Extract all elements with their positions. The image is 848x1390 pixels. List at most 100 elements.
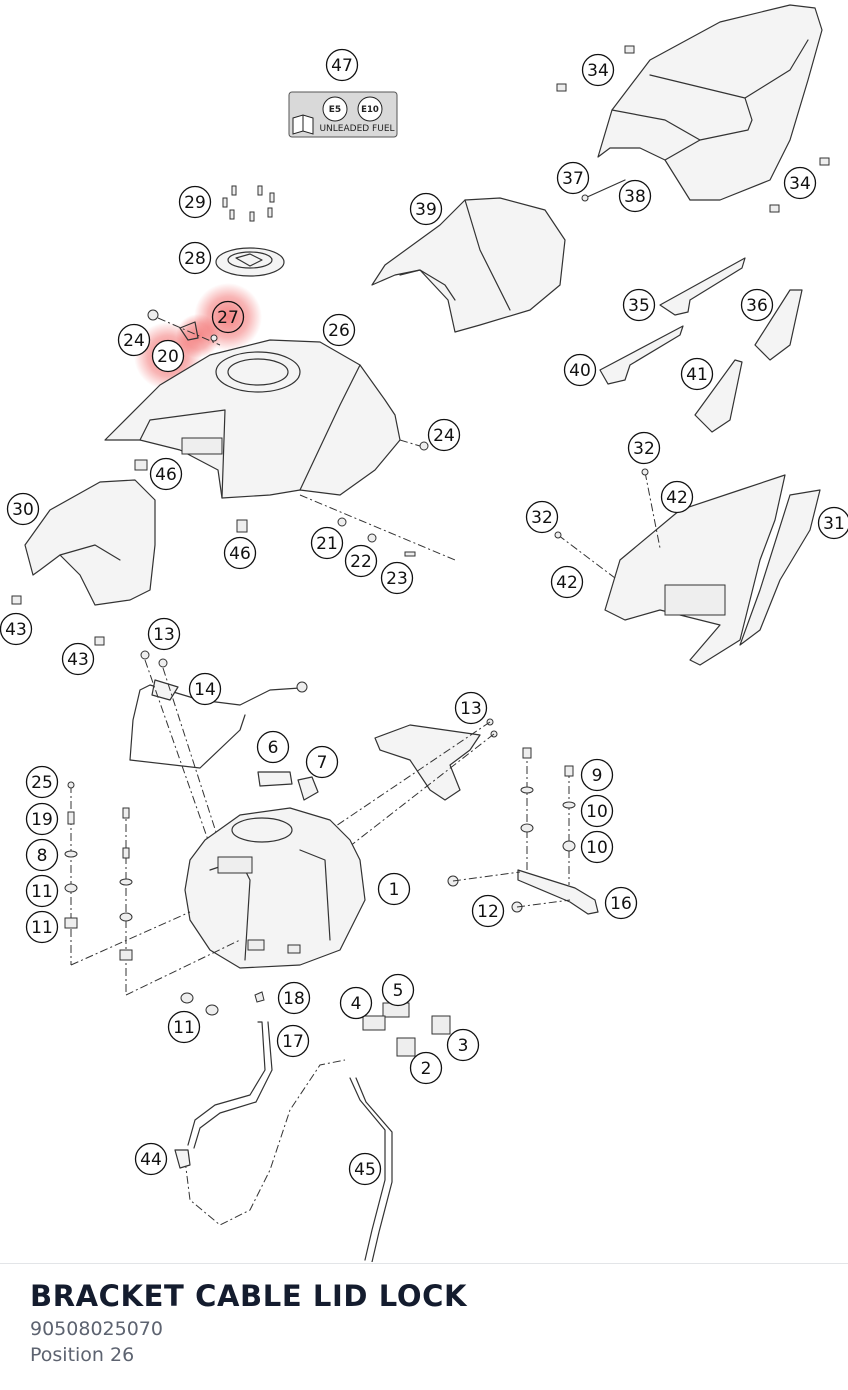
callout-number: 24 [123, 331, 145, 351]
callout-number: 19 [31, 810, 53, 830]
callout-number: 44 [140, 1150, 162, 1170]
callout-number: 32 [633, 439, 655, 459]
callout-34: 34 [581, 53, 615, 87]
callout-number: 43 [5, 620, 27, 640]
fuel-label-sticker: i E5 E10 UNLEADED FUEL [288, 91, 398, 138]
callout-number: 22 [350, 552, 372, 572]
callout-circle [178, 185, 212, 219]
rear-seat-drawing [556, 4, 830, 213]
callout-circle [580, 794, 614, 828]
divider [0, 1263, 848, 1264]
callout-16: 16 [604, 886, 638, 920]
callout-circle [627, 431, 661, 465]
callout-number: 4 [351, 994, 362, 1014]
callout-circle [339, 986, 373, 1020]
callout-circle [178, 241, 212, 275]
callout-number: 34 [587, 61, 609, 81]
callout-43: 43 [61, 642, 95, 676]
callout-number: 34 [789, 174, 811, 194]
callout-number: 10 [586, 802, 608, 822]
callout-circle [680, 357, 714, 391]
part-title: BRACKET CABLE LID LOCK [30, 1279, 468, 1313]
callout-number: 23 [386, 569, 408, 589]
callout-circle [409, 192, 443, 226]
callout-circle [344, 544, 378, 578]
rear-subframe-drawing [554, 468, 821, 666]
e10-badge: E10 [361, 105, 379, 115]
callout-circle [25, 765, 59, 799]
callout-42: 42 [660, 480, 694, 514]
callout-circle [427, 418, 461, 452]
callout-11: 11 [167, 1010, 201, 1044]
callout-number: 42 [666, 488, 688, 508]
callout-circle [817, 506, 848, 540]
callout-circle [618, 179, 652, 213]
callout-13: 13 [147, 617, 181, 651]
callout-number: 47 [331, 56, 353, 76]
exploded-parts-diagram: i E5 E10 UNLEADED FUEL [0, 4, 848, 1262]
callout-22: 22 [344, 544, 378, 578]
callout-circle [660, 480, 694, 514]
callout-29: 29 [178, 185, 212, 219]
callout-number: 37 [562, 169, 584, 189]
callout-circle [622, 288, 656, 322]
callout-36: 36 [740, 288, 774, 322]
pump-bracket-drawing [329, 718, 498, 851]
callout-32: 32 [525, 500, 559, 534]
callout-number: 43 [67, 650, 89, 670]
manual-book-icon: i [292, 114, 314, 135]
callout-32: 32 [627, 431, 661, 465]
callout-circle [188, 672, 222, 706]
callout-circle [277, 981, 311, 1015]
callout-circle [377, 872, 411, 906]
callout-circle [581, 53, 615, 87]
callout-circle [381, 973, 415, 1007]
callout-12: 12 [471, 894, 505, 928]
callout-number: 46 [155, 465, 177, 485]
callout-circle [563, 353, 597, 387]
callout-3: 3 [446, 1028, 480, 1062]
callout-28: 28 [178, 241, 212, 275]
callout-31: 31 [817, 506, 848, 540]
callout-circle [471, 894, 505, 928]
cable-drawing [129, 650, 308, 861]
callout-9: 9 [580, 758, 614, 792]
callout-circle [446, 1028, 480, 1062]
callout-7: 7 [305, 745, 339, 779]
callout-number: 17 [282, 1032, 304, 1052]
callout-38: 38 [618, 179, 652, 213]
callout-37: 37 [556, 161, 590, 195]
callout-number: 2 [421, 1059, 432, 1079]
callout-number: 8 [37, 846, 48, 866]
callout-number: 35 [628, 296, 650, 316]
callout-43: 43 [0, 612, 33, 646]
callout-2: 2 [409, 1051, 443, 1085]
callout-45: 45 [348, 1152, 382, 1186]
callout-number: 16 [610, 894, 632, 914]
callout-number: 3 [458, 1036, 469, 1056]
callout-26: 26 [322, 313, 356, 347]
callout-21: 21 [310, 526, 344, 560]
callout-number: 32 [531, 508, 553, 528]
callout-number: 39 [415, 200, 437, 220]
part-position: Position 26 [30, 1344, 135, 1366]
callout-23: 23 [380, 561, 414, 595]
callout-number: 10 [586, 838, 608, 858]
callout-number: 21 [316, 534, 338, 554]
callout-17: 17 [276, 1024, 310, 1058]
callout-number: 5 [393, 981, 404, 1001]
callout-25: 25 [25, 765, 59, 799]
side-trim-drawings [599, 257, 803, 433]
callout-circle [305, 745, 339, 779]
mount-stack-left-drawing [64, 781, 241, 996]
callout-circle [223, 536, 257, 570]
callout-circle [25, 802, 59, 836]
seat-cover-drawing [371, 197, 566, 333]
callout-circle [550, 565, 584, 599]
callout-circle [310, 526, 344, 560]
callout-circle [134, 1142, 168, 1176]
callout-number: 27 [217, 308, 239, 328]
unleaded-fuel-caption: UNLEADED FUEL [319, 124, 394, 134]
callout-number: 30 [12, 500, 34, 520]
callout-circle [151, 339, 185, 373]
